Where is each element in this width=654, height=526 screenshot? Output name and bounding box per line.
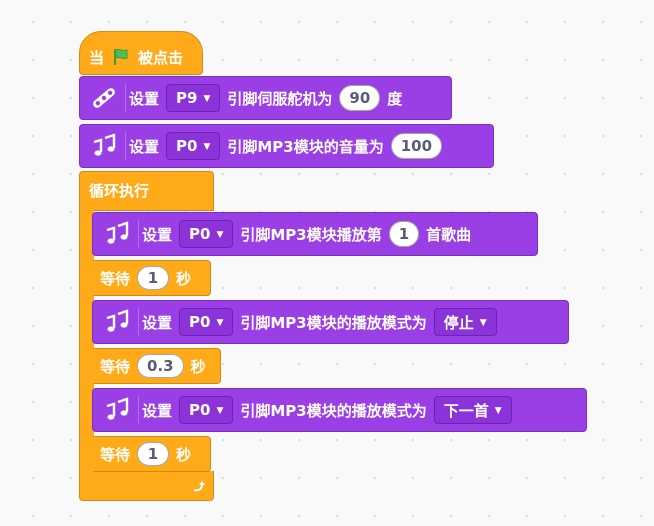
set-label: 设置: [142, 225, 173, 244]
servo-text: 引脚伺服舵机为: [227, 89, 333, 108]
play-mode-text: 引脚MP3模块的播放模式为: [240, 401, 427, 420]
servo-icon: [86, 80, 126, 116]
wait-label: 等待: [100, 445, 131, 464]
set-label: 设置: [142, 401, 173, 420]
seconds-unit: 秒: [176, 445, 192, 464]
music-note-icon: [99, 216, 139, 252]
wait-seconds-input[interactable]: 1: [137, 442, 170, 466]
music-note-icon: [99, 392, 139, 428]
play-track-text: 引脚MP3模块播放第: [240, 225, 382, 244]
wait-block[interactable]: 等待 1 秒: [93, 436, 211, 472]
pin-dropdown[interactable]: P0 ▼: [179, 220, 234, 248]
play-mode-dropdown[interactable]: 下一首 ▼: [433, 396, 512, 424]
set-servo-angle-block[interactable]: 设置 P9 ▼ 引脚伺服舵机为 90 度: [79, 76, 452, 120]
play-track-suffix: 首歌曲: [426, 225, 472, 244]
volume-input[interactable]: 100: [390, 133, 443, 159]
set-mp3-volume-block[interactable]: 设置 P0 ▼ 引脚MP3模块的音量为 100: [79, 124, 494, 168]
when-flag-clicked-block[interactable]: 当 被点击: [79, 31, 203, 75]
caret-down-icon: ▼: [203, 94, 211, 104]
pin-value: P0: [189, 313, 211, 331]
when-label: 当: [89, 48, 105, 67]
repeat-arrow-icon: [191, 479, 207, 495]
music-note-icon: [86, 128, 126, 164]
mp3-play-mode-block[interactable]: 设置 P0 ▼ 引脚MP3模块的播放模式为 下一首 ▼: [92, 388, 587, 432]
pin-dropdown[interactable]: P0 ▼: [179, 396, 234, 424]
wait-block[interactable]: 等待 0.3 秒: [93, 348, 221, 384]
clicked-label: 被点击: [138, 48, 184, 67]
wait-seconds-input[interactable]: 1: [137, 266, 170, 290]
forever-loop-block[interactable]: 循环执行: [79, 171, 214, 211]
caret-down-icon: ▼: [216, 318, 224, 328]
unit-label: 度: [387, 89, 403, 108]
wait-label: 等待: [100, 357, 131, 376]
set-label: 设置: [129, 89, 160, 108]
mp3-play-mode-block[interactable]: 设置 P0 ▼ 引脚MP3模块的播放模式为 停止 ▼: [92, 300, 569, 344]
pin-value: P0: [189, 401, 211, 419]
pin-dropdown[interactable]: P9 ▼: [166, 84, 221, 112]
caret-down-icon: ▼: [216, 406, 224, 416]
music-note-icon: [99, 304, 139, 340]
mp3-play-track-block[interactable]: 设置 P0 ▼ 引脚MP3模块播放第 1 首歌曲: [92, 212, 538, 256]
pin-value: P0: [189, 225, 211, 243]
pin-dropdown[interactable]: P0 ▼: [179, 308, 234, 336]
set-label: 设置: [129, 137, 160, 156]
caret-down-icon: ▼: [203, 142, 211, 152]
loop-bottom: [79, 471, 214, 501]
angle-input[interactable]: 90: [339, 85, 381, 111]
wait-seconds-input[interactable]: 0.3: [137, 354, 184, 378]
loop-label: 循环执行: [89, 182, 150, 200]
pin-value: P0: [176, 137, 198, 155]
seconds-unit: 秒: [176, 269, 192, 288]
play-mode-value: 停止: [443, 313, 474, 332]
pin-value: P9: [176, 89, 198, 107]
play-mode-value: 下一首: [443, 401, 489, 420]
loop-arm: [79, 210, 94, 472]
play-mode-text: 引脚MP3模块的播放模式为: [240, 313, 427, 332]
seconds-unit: 秒: [190, 357, 206, 376]
caret-down-icon: ▼: [479, 318, 487, 328]
green-flag-icon: [111, 47, 131, 67]
caret-down-icon: ▼: [216, 230, 224, 240]
track-number-input[interactable]: 1: [388, 221, 420, 247]
play-mode-dropdown[interactable]: 停止 ▼: [433, 308, 497, 336]
pin-dropdown[interactable]: P0 ▼: [166, 132, 221, 160]
caret-down-icon: ▼: [494, 406, 502, 416]
volume-text: 引脚MP3模块的音量为: [227, 137, 384, 156]
wait-block[interactable]: 等待 1 秒: [93, 260, 211, 296]
set-label: 设置: [142, 313, 173, 332]
wait-label: 等待: [100, 269, 131, 288]
